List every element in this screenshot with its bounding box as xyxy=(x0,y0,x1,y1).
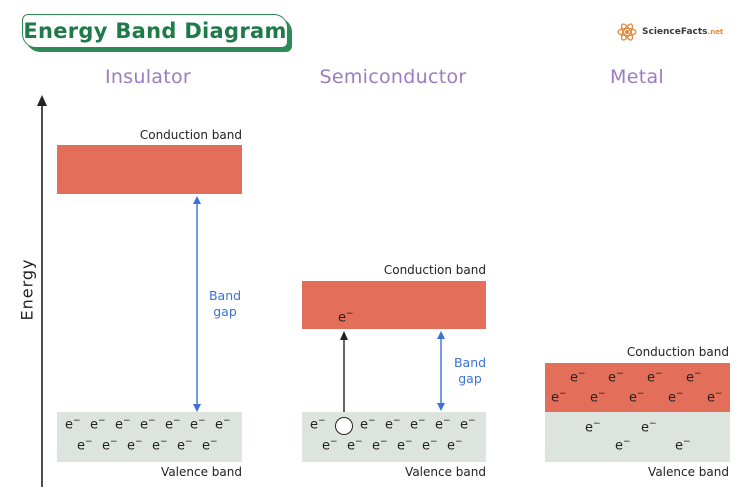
logo-name: ScienceFacts xyxy=(642,27,708,37)
electron: e− xyxy=(686,369,702,386)
semiconductor-band-gap-line2: gap xyxy=(458,371,482,386)
electron: e− xyxy=(608,369,624,386)
electron: e− xyxy=(347,437,363,454)
electron: e− xyxy=(165,416,181,433)
insulator-band-gap-label: Band gap xyxy=(200,288,250,320)
insulator-valence-band: e− e− e− e− e− e− e− e− e− e− e− e− e− xyxy=(57,412,242,462)
electron: e− xyxy=(707,389,723,406)
electron: e− xyxy=(322,437,338,454)
insulator-conduction-label: Conduction band xyxy=(139,128,242,142)
electron: e− xyxy=(360,416,376,433)
electron: e− xyxy=(215,416,231,433)
insulator-band-gap-line1: Band xyxy=(208,288,242,303)
electron: e− xyxy=(140,416,156,433)
electron: e− xyxy=(310,416,326,433)
hole-circle xyxy=(335,417,353,435)
electron: e− xyxy=(65,416,81,433)
electron: e− xyxy=(422,437,438,454)
electron: e− xyxy=(570,369,586,386)
energy-axis xyxy=(37,95,47,487)
atom-icon xyxy=(617,23,637,41)
electron: e− xyxy=(641,419,657,436)
column-title-metal: Metal xyxy=(610,66,664,88)
electron: e− xyxy=(77,437,93,454)
electron: e− xyxy=(410,416,426,433)
semiconductor-band-gap-line1: Band xyxy=(453,355,487,370)
sciencefacts-logo: ScienceFacts.net xyxy=(616,20,723,44)
logo-text: ScienceFacts.net xyxy=(642,27,723,37)
metal-conduction-label: Conduction band xyxy=(626,345,729,359)
electron: e− xyxy=(90,416,106,433)
electron: e− xyxy=(447,437,463,454)
electron: e− xyxy=(115,416,131,433)
title-badge: Energy Band Diagram xyxy=(22,14,288,48)
insulator-band-gap-arrow xyxy=(193,196,201,412)
electron: e− xyxy=(551,389,567,406)
metal-conduction-band: e−e−e−e−e−e−e−e−e− xyxy=(545,363,730,412)
excited-electron: e− xyxy=(338,309,354,326)
semiconductor-band-gap-arrow xyxy=(437,331,445,411)
diagram-title: Energy Band Diagram xyxy=(23,19,287,43)
electron: e− xyxy=(177,437,193,454)
excitation-arrow xyxy=(340,331,348,413)
electron: e− xyxy=(647,369,663,386)
semiconductor-conduction-band: e− xyxy=(302,281,486,329)
electron: e− xyxy=(102,437,118,454)
column-title-semiconductor: Semiconductor xyxy=(319,66,467,88)
electron: e− xyxy=(127,437,143,454)
electron: e− xyxy=(615,437,631,454)
semiconductor-valence-label: Valence band xyxy=(405,465,486,479)
energy-axis-label: Energy xyxy=(17,258,37,321)
insulator-band-gap-line2: gap xyxy=(213,304,237,319)
logo-suffix: .net xyxy=(707,28,724,36)
electron: e− xyxy=(629,389,645,406)
metal-valence-label: Valence band xyxy=(648,465,729,479)
insulator-conduction-band xyxy=(57,145,242,194)
electron: e− xyxy=(590,389,606,406)
electron: e− xyxy=(675,437,691,454)
electron: e− xyxy=(190,416,206,433)
electron: e− xyxy=(152,437,168,454)
electron: e− xyxy=(585,419,601,436)
electron: e− xyxy=(397,437,413,454)
electron: e− xyxy=(385,416,401,433)
metal-valence-band: e− e− e− e− xyxy=(545,412,730,462)
insulator-valence-label: Valence band xyxy=(161,465,242,479)
electron: e− xyxy=(435,416,451,433)
electron: e− xyxy=(372,437,388,454)
semiconductor-conduction-label: Conduction band xyxy=(383,263,486,277)
semiconductor-valence-band: e− e− e− e− e− e− e− e− e− e− e− e− xyxy=(302,412,486,462)
electron: e− xyxy=(460,416,476,433)
column-title-insulator: Insulator xyxy=(104,66,192,88)
electron: e− xyxy=(202,437,218,454)
electron: e− xyxy=(668,389,684,406)
semiconductor-band-gap-label: Band gap xyxy=(446,355,494,387)
